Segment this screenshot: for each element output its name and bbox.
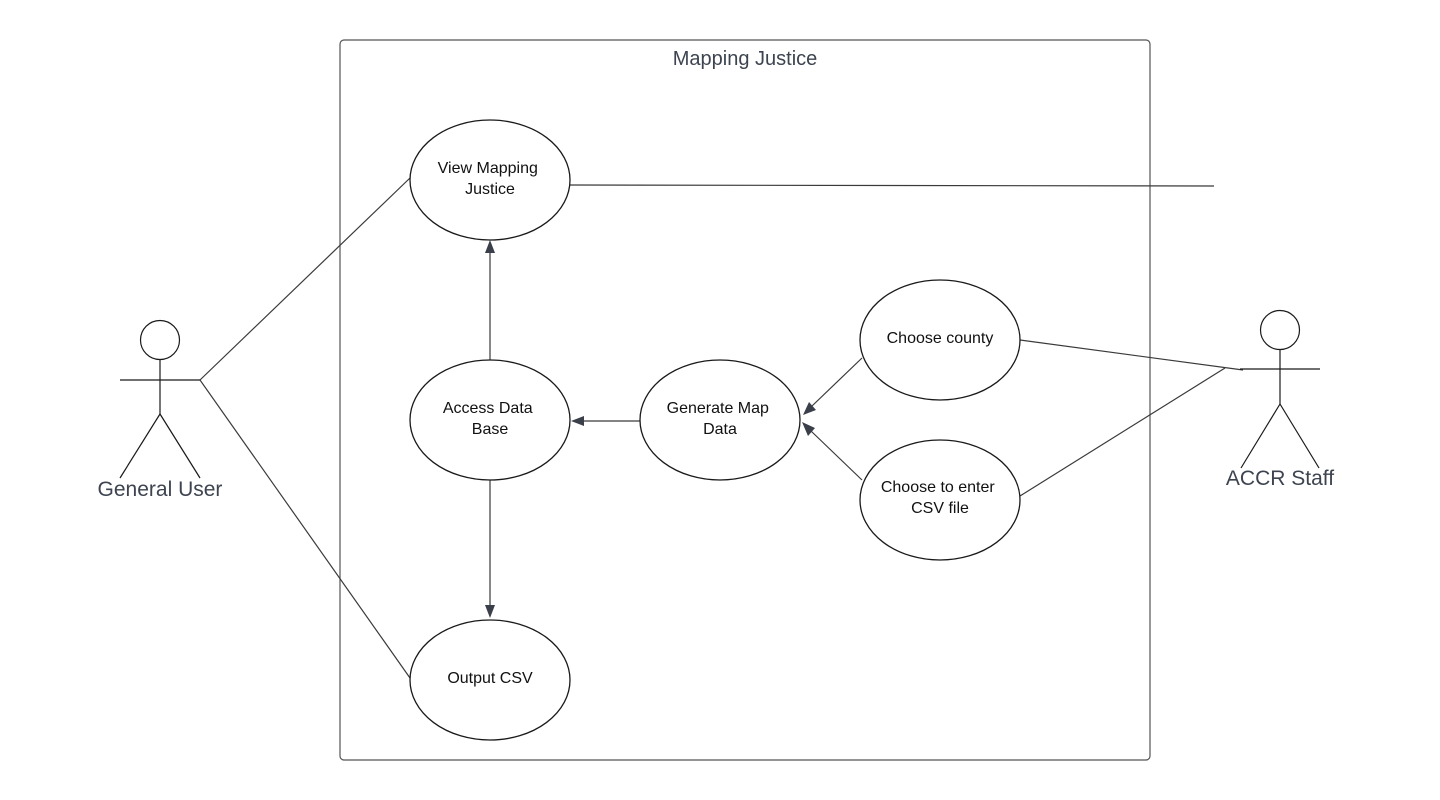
assoc-staff-county [1019,339,1244,371]
use-case-output-csv [409,619,571,741]
actor-general-user-label: General User [98,478,223,501]
actor-accr-staff-left-leg [1240,403,1281,469]
use-case-choose-county-label: Choose county [887,330,994,347]
arrow-csv-to-generate-line [810,430,863,481]
use-case-choose-csv-label: Choose to enter CSV file [881,479,999,517]
actor-accr-staff-label: ACCR Staff [1226,467,1334,490]
arrow-access-to-view-head [485,240,495,253]
actor-accr-staff-head [1259,309,1301,351]
use-case-view-mapping-justice [409,119,571,241]
actor-accr-staff-right-leg [1279,403,1320,469]
assoc-user-view [199,177,411,381]
actor-general-user-right-leg [159,413,201,479]
actor-general-user: General User [98,319,223,501]
use-case-choose-csv [859,439,1021,561]
use-case-output-csv-label: Output CSV [447,670,533,687]
use-case-generate-map-data-label: Generate Map Data [667,400,774,438]
use-case-view-mapping-justice-label: View Mapping Justice [438,160,543,198]
actor-general-user-left-leg [119,413,161,479]
assoc-staff-view [569,184,1215,187]
arrow-csv-to-generate-head [802,422,815,436]
arrow-generate-to-access-head [571,416,584,426]
system-title: Mapping Justice [673,48,818,70]
use-case-generate-map-data [639,359,801,481]
actor-general-user-head [139,319,181,361]
use-case-choose-county [859,279,1021,401]
arrow-county-to-generate-head [803,402,816,415]
assoc-user-output [199,379,411,679]
actor-accr-staff: ACCR Staff [1226,309,1334,490]
use-case-access-data-base [409,359,571,481]
use-case-access-data-base-label: Access Data Base [443,400,537,438]
assoc-staff-csv [1019,367,1226,497]
arrow-county-to-generate-line [811,357,863,407]
arrow-access-to-output-head [485,605,495,618]
